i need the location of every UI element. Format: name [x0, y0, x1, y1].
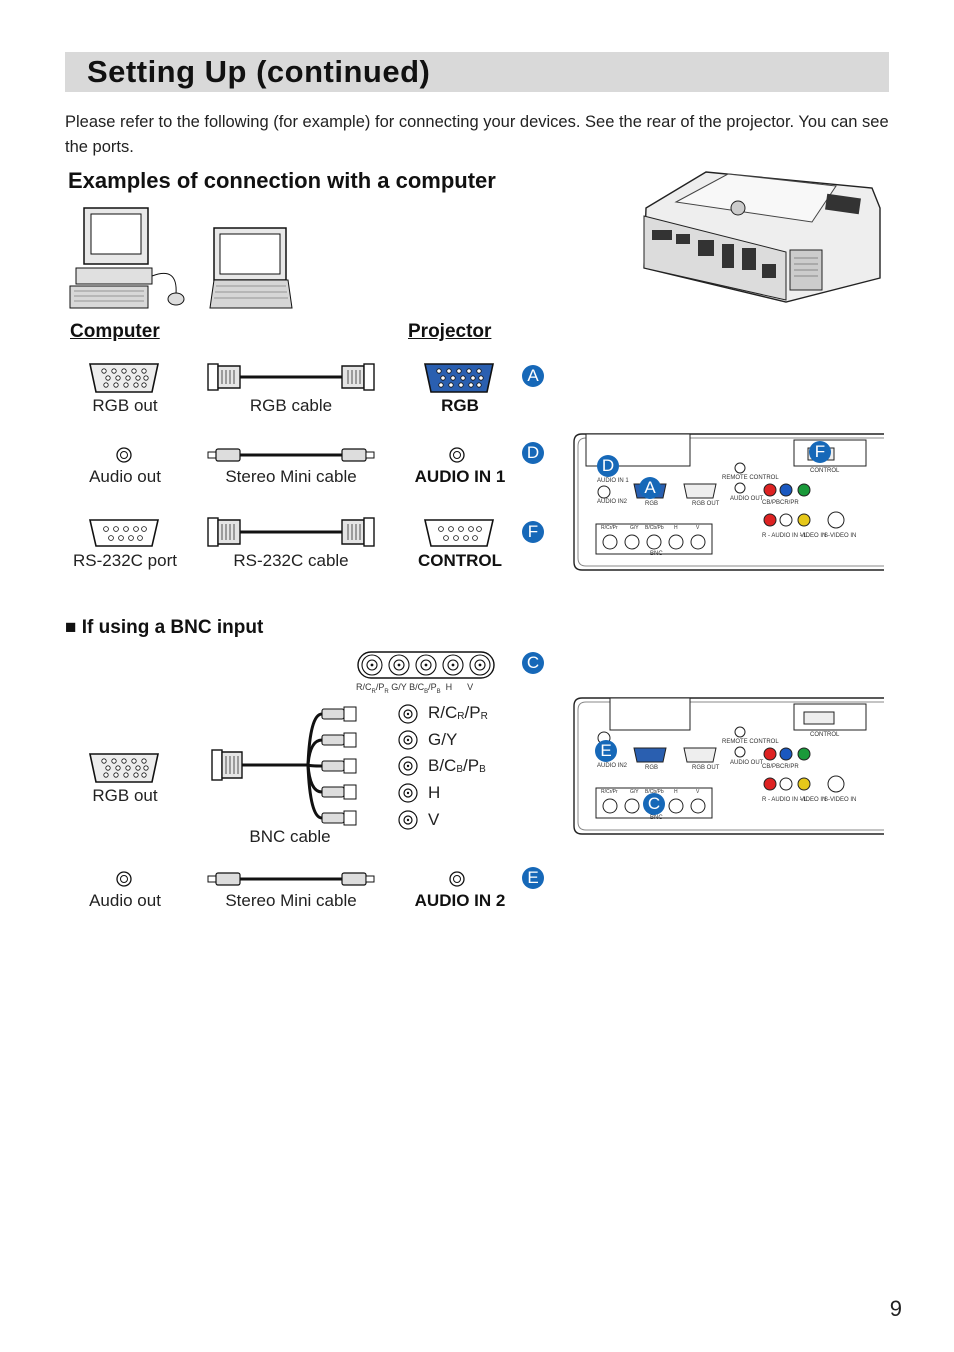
label-stereo-mini-cable: Stereo Mini cable	[225, 467, 357, 486]
label-rgb: RGB	[441, 396, 479, 415]
panel1-control: CONTROL	[810, 468, 840, 474]
rgb-out-port-icon-bnc	[89, 753, 159, 783]
section-heading-computer: Examples of connection with a computer	[68, 168, 496, 193]
panel1-audio-in2: AUDIO IN2	[597, 499, 628, 505]
panel1-bnc: BNC	[650, 551, 663, 557]
panel2-cr-pr: CR/PR	[780, 764, 799, 770]
panel1-badge-d: D	[597, 455, 619, 477]
audio-in1-jack-icon	[449, 447, 465, 463]
rgb-in-port-icon	[424, 363, 494, 393]
bnc-label-g: G/Y	[428, 730, 458, 749]
label-audio-in-1: AUDIO IN 1	[414, 467, 506, 486]
page-number: 9	[889, 1296, 902, 1321]
panel1-audio-in1: AUDIO IN 1	[597, 478, 629, 484]
label-audio-in-2: AUDIO IN 2	[414, 891, 506, 910]
panel1-audio-out: AUDIO OUT	[730, 496, 764, 502]
label-control: CONTROL	[417, 551, 503, 570]
badge-e: E	[522, 867, 544, 889]
desktop-computer-icon	[69, 207, 185, 309]
panel1-bnc-h: H	[674, 525, 678, 531]
panel2-bnc-h: H	[674, 789, 678, 795]
panel1-s-video-in: S-VIDEO IN	[824, 533, 857, 539]
label-rgb-out: RGB out	[92, 396, 158, 415]
panel2-bnc-b: B/Cb/Pb	[645, 789, 664, 795]
stereo-mini-cable-icon	[207, 448, 375, 462]
rgb-out-port-icon	[89, 363, 159, 393]
panel2-audio-in2: AUDIO IN2	[597, 763, 628, 769]
panel1-remote-control: REMOTE CONTROL	[722, 475, 779, 481]
panel1-cb-pb: CB/PB	[762, 500, 781, 506]
rs232c-port-icon	[88, 519, 160, 547]
bnc-label-h: H	[428, 783, 441, 802]
bnc-label-v: V	[428, 810, 440, 829]
panel2-bnc: BNC	[650, 815, 663, 821]
panel2-rgb-out: RGB OUT	[692, 765, 720, 771]
bnc-label-b: B/CB/PB	[428, 756, 486, 775]
audio-out-jack-icon	[116, 447, 132, 463]
projector-icon	[643, 171, 881, 303]
label-stereo-mini-cable-bnc: Stereo Mini cable	[225, 891, 357, 910]
label-rs232c-port: RS-232C port	[73, 551, 177, 570]
label-rs232c-cable: RS-232C cable	[233, 551, 349, 570]
panel1-bnc-b: B/Cb/Pb	[645, 525, 664, 531]
panel1-cr-pr: CR/PR	[780, 500, 799, 506]
panel1-bnc-g: G/Y	[630, 525, 639, 531]
audio-out-jack-icon-bnc	[116, 871, 132, 887]
panel2-cb-pb: CB/PB	[762, 764, 781, 770]
label-rgb-cable: RGB cable	[249, 396, 333, 415]
panel1-rgb: RGB	[645, 501, 659, 507]
column-head-projector: Projector	[408, 321, 492, 342]
badge-d: D	[522, 442, 544, 464]
panel2-rgb: RGB	[645, 765, 659, 771]
label-rgb-out-bnc: RGB out	[92, 786, 158, 805]
panel2-badge-e: E	[595, 740, 617, 762]
panel2-control: CONTROL	[810, 732, 840, 738]
control-port-icon	[423, 519, 495, 547]
panel1-video-in: VIDEO IN	[800, 533, 827, 539]
panel1-rgb-out: RGB OUT	[692, 501, 720, 507]
panel2-bnc-g: G/Y	[630, 789, 639, 795]
bnc-strip-labels: R/CR/PR G/Y B/CB/PB H V	[356, 682, 474, 695]
rear-panel-top	[573, 433, 884, 571]
audio-in2-jack-icon	[449, 871, 465, 887]
bnc-in-jacks-icon	[398, 704, 418, 830]
panel1-badge-a: A	[639, 477, 661, 499]
panel2-audio-out: AUDIO OUT	[730, 760, 764, 766]
label-audio-out-bnc: Audio out	[89, 891, 161, 910]
bnc-connector-strip-icon	[357, 651, 495, 679]
rs232c-cable-icon	[207, 517, 375, 547]
panel2-bnc-v: V	[696, 789, 700, 795]
panel2-bnc-r: R/Cr/Pr	[601, 789, 618, 795]
badge-f: F	[522, 521, 544, 543]
badge-c: C	[522, 652, 544, 674]
column-head-computer: Computer	[70, 321, 160, 342]
intro-text: Please refer to the following (for examp…	[65, 113, 889, 156]
label-bnc-cable: BNC cable	[249, 827, 331, 846]
panel1-badge-f: F	[809, 441, 831, 463]
rgb-cable-icon	[207, 363, 375, 391]
panel1-bnc-v: V	[696, 525, 700, 531]
laptop-icon	[209, 227, 293, 309]
title-bar: Setting Up (continued)	[65, 52, 889, 92]
label-audio-out: Audio out	[89, 467, 161, 486]
section-heading-bnc: ■ If using a BNC input	[65, 617, 264, 638]
panel2-badge-c: C	[643, 793, 665, 815]
stereo-mini-cable-icon-bnc	[207, 872, 375, 886]
panel1-bnc-r: R/Cr/Pr	[601, 525, 618, 531]
panel2-video-in: VIDEO IN	[800, 797, 827, 803]
bnc-cable-icon	[211, 706, 357, 826]
panel2-remote-control: REMOTE CONTROL	[722, 739, 779, 745]
panel1-r-audio-l: R - AUDIO IN - L	[762, 533, 807, 539]
panel2-s-video-in: S-VIDEO IN	[824, 797, 857, 803]
panel2-r-audio-l: R - AUDIO IN - L	[762, 797, 807, 803]
page-title: Setting Up (continued)	[87, 54, 431, 89]
badge-a: A	[522, 365, 544, 387]
bnc-label-r: R/CR/PR	[428, 703, 488, 722]
